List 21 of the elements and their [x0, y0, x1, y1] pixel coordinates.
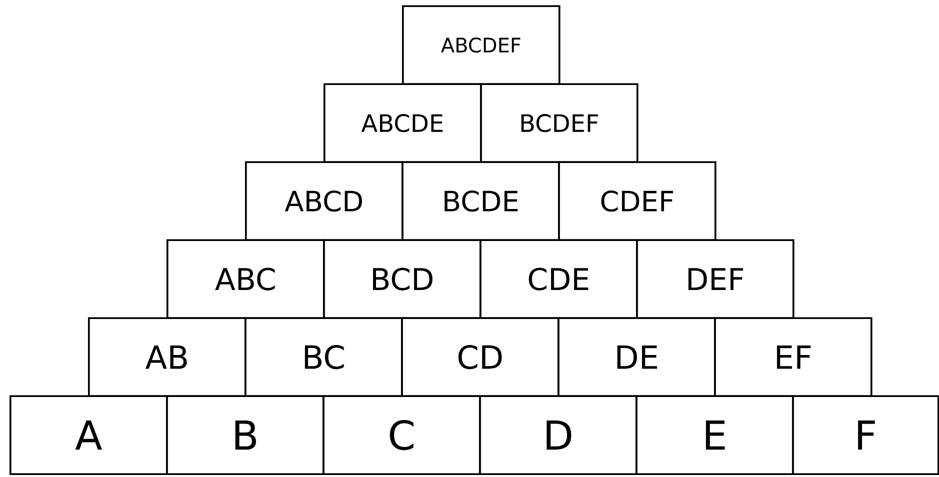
pyramid-box: ABC — [166, 239, 325, 319]
pyramid-box: BCDE — [402, 161, 560, 241]
pyramid-box: ABCD — [245, 161, 404, 241]
pyramid-box: DE — [558, 317, 716, 397]
pyramid-box: ABCDE — [324, 83, 482, 163]
pyramid-box: C — [322, 395, 481, 475]
pyramid-box: BCD — [323, 239, 482, 319]
pyramid-box: A — [10, 395, 168, 475]
pyramid-box: E — [636, 395, 794, 475]
pyramid-box: D — [479, 395, 638, 475]
pyramid-box: BC — [244, 317, 403, 397]
pyramid-box: F — [792, 395, 939, 475]
pyramid-box: CDE — [480, 239, 638, 319]
pyramid-box: CD — [401, 317, 560, 397]
pyramid-box: AB — [88, 317, 246, 397]
pyramid-box: CDEF — [558, 161, 716, 241]
pyramid-box: B — [166, 395, 324, 475]
pyramid-box: DEF — [636, 239, 794, 319]
pyramid-box: EF — [714, 317, 872, 397]
pyramid-box: ABCDEF — [402, 5, 560, 85]
pyramid-box: BCDEF — [480, 83, 638, 163]
